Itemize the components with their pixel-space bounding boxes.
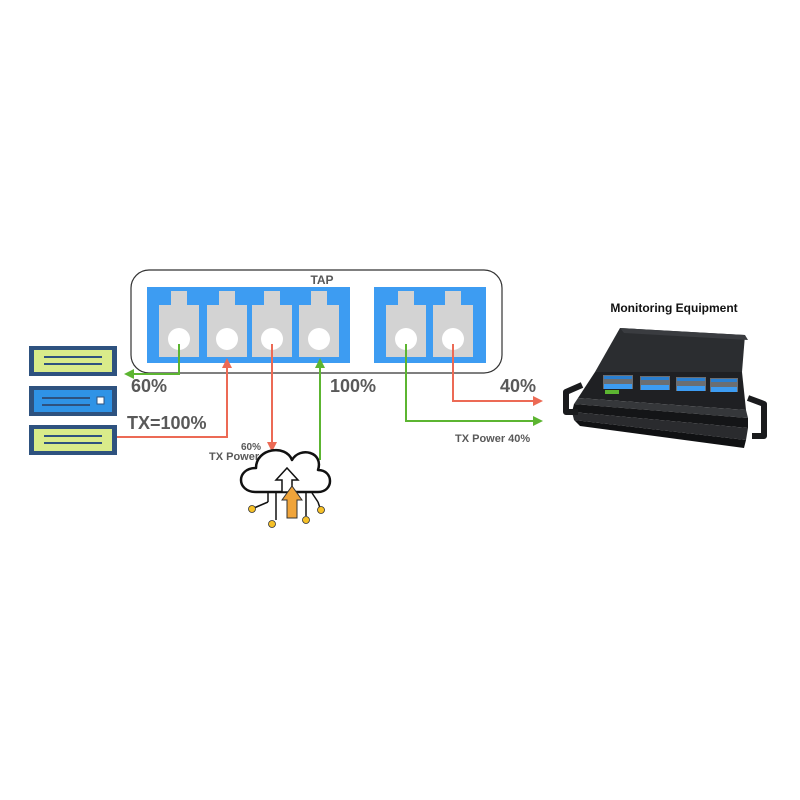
red-line-server-tx [117, 358, 232, 438]
label-100-percent: 100% [330, 376, 376, 396]
label-tx-power-40: TX Power 40% [455, 433, 530, 445]
monitoring-title: Monitoring Equipment [610, 301, 737, 315]
tap-port-4 [299, 291, 339, 357]
red-line-to-monitoring [452, 344, 543, 406]
fiber-enclosure-icon [563, 328, 767, 448]
label-cloud-60: 60% [241, 442, 261, 453]
tap-port-2 [207, 291, 247, 357]
label-cloud-tx-power: TX Power [209, 451, 260, 463]
label-40-percent: 40% [500, 376, 536, 396]
label-60-percent-left: 60% [131, 376, 167, 396]
server-stack-icon [29, 346, 117, 455]
label-tx-100: TX=100% [127, 413, 207, 433]
cloud-upload-icon [239, 448, 332, 528]
green-line-to-monitoring [405, 344, 543, 426]
tap-title: TAP [310, 273, 333, 287]
tap-port-6 [433, 291, 473, 357]
green-line-to-server [124, 344, 180, 379]
